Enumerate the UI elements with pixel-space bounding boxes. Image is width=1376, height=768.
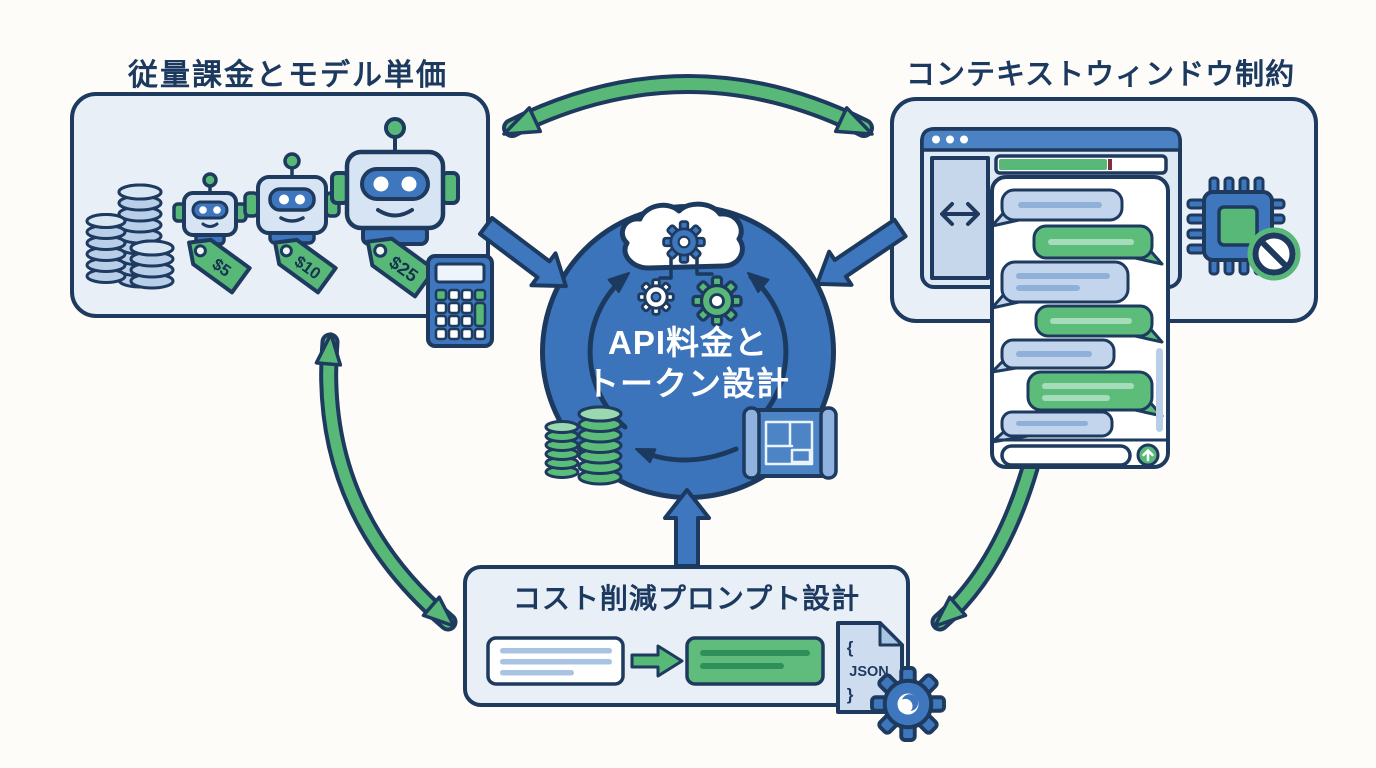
- robot-small-icon: [172, 172, 248, 246]
- arrow-left-bidirectional: [314, 332, 458, 632]
- arrow-prompt-to-hub: [663, 488, 711, 568]
- usage-bar-limit-marker: [1108, 159, 1112, 170]
- coin-stack-right-icon: [129, 239, 175, 290]
- arrow-context-to-hub: [815, 217, 908, 287]
- chat-bubble-left: [990, 338, 1116, 374]
- prompt-after-box: [685, 636, 825, 686]
- context-panel-title: コンテキストウィンドウ制約: [906, 59, 1296, 91]
- context-usage-bar: [994, 154, 1168, 175]
- transform-arrow-icon: [630, 644, 684, 678]
- arrow-right-down: [930, 458, 1040, 632]
- json-label: JSON: [849, 664, 889, 680]
- arrow-pricing-to-hub: [477, 216, 568, 289]
- price-tag-10: $10: [273, 237, 338, 295]
- chat-scrollbar[interactable]: [1156, 348, 1163, 432]
- json-brace-close: }: [847, 685, 854, 704]
- titlebar-dot: [946, 135, 954, 144]
- prompt-before-box: [486, 636, 625, 686]
- chat-bubble-left: [990, 188, 1124, 228]
- chat-window: [990, 175, 1170, 469]
- chat-input[interactable]: [1000, 444, 1132, 467]
- white-gear-icon: [637, 278, 675, 316]
- pricing-panel-title: 従量課金とモデル単価: [128, 59, 448, 92]
- gear-connector-right: [695, 254, 714, 276]
- browser-sidebar: [930, 156, 990, 280]
- width-resize-icon: [940, 202, 980, 226]
- center-circle-label: API料金と トークン設計: [540, 322, 836, 404]
- json-brace-open: {: [847, 638, 854, 657]
- blueprint-icon: [742, 406, 838, 480]
- browser-titlebar: [920, 127, 1182, 152]
- robot-large-icon: [330, 117, 460, 246]
- green-gear-icon: [691, 275, 743, 327]
- robot-medium-icon: [243, 152, 341, 245]
- cloud-gear-icon: [662, 220, 706, 264]
- titlebar-dot: [960, 135, 968, 144]
- chat-bubble-right: [1032, 224, 1164, 266]
- titlebar-dot: [932, 135, 940, 144]
- chat-bubble-left: [990, 410, 1114, 444]
- prompt-panel-title: コスト削減プロンプト設計: [512, 583, 861, 614]
- coin-stack-tall-icon: [117, 183, 163, 289]
- no-entry-icon: [1247, 227, 1301, 281]
- gear-connector-left: [658, 254, 673, 280]
- green-coin-stack-left-icon: [544, 420, 580, 479]
- price-tag-25: $25: [365, 236, 437, 299]
- usage-bar-fill: [999, 159, 1107, 170]
- settings-gear-icon: [870, 666, 946, 742]
- chat-bubble-left: [990, 260, 1130, 310]
- chat-bubble-right: [1034, 304, 1164, 344]
- send-arrow-icon: [1142, 449, 1154, 462]
- coin-stack-left-icon: [85, 213, 127, 284]
- chat-bubble-right: [1026, 370, 1164, 418]
- calculator-icon: [426, 254, 494, 348]
- green-coin-stack-right-icon: [577, 405, 623, 486]
- send-button[interactable]: [1136, 443, 1160, 467]
- center-circle-label-line2: トークン設計: [586, 365, 790, 402]
- center-circle-label-line1: API料金と: [607, 324, 768, 361]
- price-tag-5: $5: [187, 237, 252, 295]
- arrow-top-bidirectional: [502, 74, 874, 138]
